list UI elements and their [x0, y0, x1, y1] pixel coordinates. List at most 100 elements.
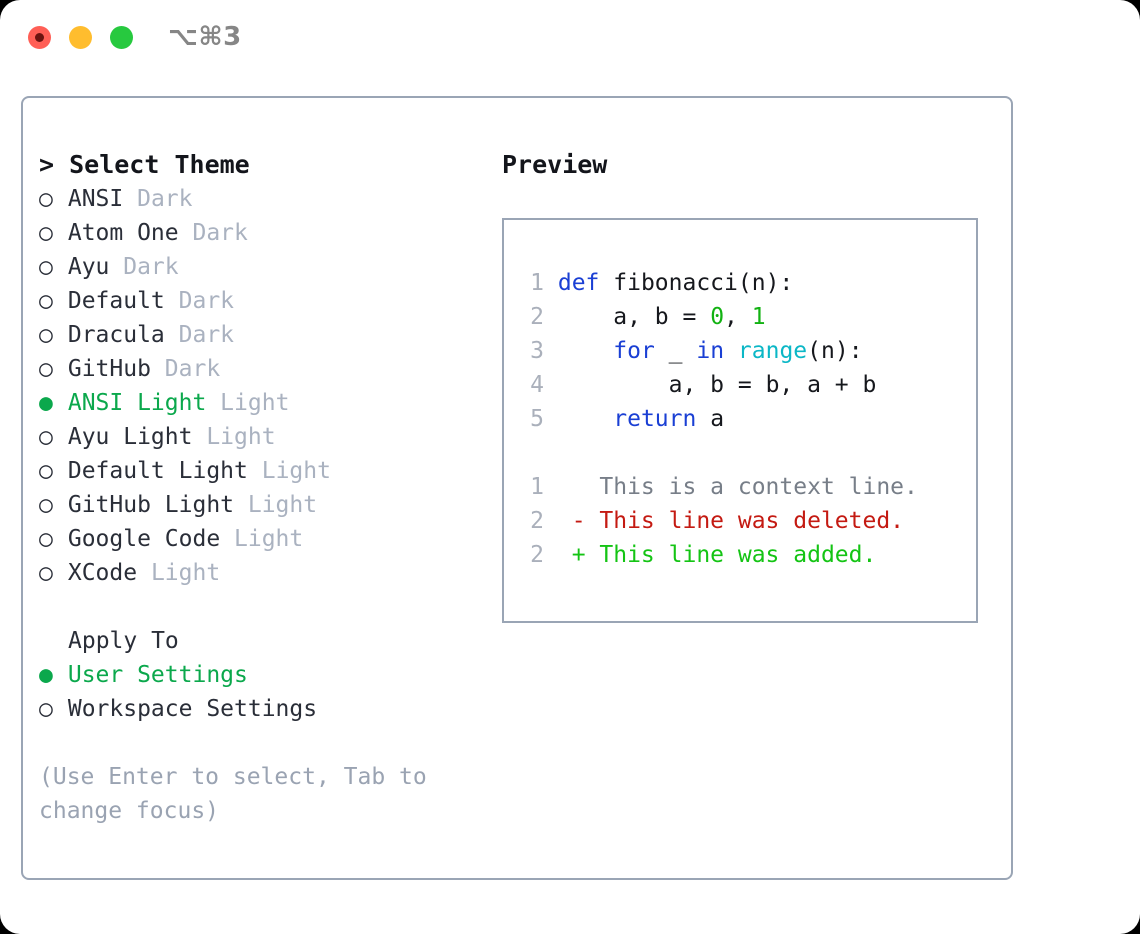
radio-unselected-icon: ○	[39, 322, 53, 348]
code-token: def	[557, 270, 600, 296]
code-token: a, b = b, a + b	[557, 372, 877, 398]
theme-option-dracula[interactable]: ○ Dracula Dark	[39, 318, 479, 352]
gutter-gap	[544, 372, 558, 398]
theme-option-ayu-light[interactable]: ○ Ayu Light Light	[39, 420, 479, 454]
option-label: XCode	[54, 560, 138, 586]
radio-selected-icon: ●	[39, 390, 53, 416]
apply-to-label: Apply To	[68, 628, 179, 654]
line-number: 5	[530, 406, 544, 432]
code-token	[724, 338, 738, 364]
title-bar: ⌥⌘3	[0, 0, 1140, 78]
line-number: 2	[530, 304, 544, 330]
line-number: 1	[530, 474, 544, 500]
theme-option-github-light[interactable]: ○ GitHub Light Light	[39, 488, 479, 522]
apply-option-workspace-settings[interactable]: ○ Workspace Settings	[39, 692, 479, 726]
code-line: 2 a, b = 0, 1	[518, 300, 918, 334]
diff-text: This is a context line.	[585, 474, 918, 500]
option-label: Ayu Light	[54, 424, 193, 450]
diff-marker: -	[544, 508, 586, 534]
theme-selector-panel: > Select Theme ○ ANSI Dark○ Atom One Dar…	[21, 96, 1013, 880]
code-token: range	[737, 338, 808, 364]
gutter-gap	[544, 338, 558, 364]
option-variant-badge: Light	[206, 390, 290, 416]
preview-column: Preview 1 def fibonacci(n): 2 a, b = 0, 1…	[502, 148, 992, 623]
code-token: fibonacci(n):	[599, 270, 794, 296]
radio-unselected-icon: ○	[39, 186, 53, 212]
option-label: Atom One	[54, 220, 179, 246]
option-variant-badge: Light	[220, 526, 304, 552]
code-token	[558, 406, 613, 432]
theme-option-ayu[interactable]: ○ Ayu Dark	[39, 250, 479, 284]
option-label: Default	[54, 288, 165, 314]
theme-option-default-light[interactable]: ○ Default Light Light	[39, 454, 479, 488]
option-variant-badge: Dark	[164, 322, 235, 348]
close-button[interactable]	[28, 26, 51, 49]
line-number: 1	[530, 270, 544, 296]
code-token: ,	[724, 304, 752, 330]
diff-line: 1 This is a context line.	[518, 470, 918, 504]
option-label: GitHub Light	[54, 492, 235, 518]
option-variant-badge: Dark	[150, 356, 221, 382]
option-label: Workspace Settings	[54, 696, 318, 722]
keyboard-hint: (Use Enter to select, Tab to change focu…	[39, 764, 441, 824]
code-token: _	[654, 338, 697, 364]
line-number: 2	[530, 542, 544, 568]
gutter-gap	[544, 270, 558, 296]
apply-to-list: ● User Settings○ Workspace Settings	[39, 658, 479, 726]
radio-unselected-icon: ○	[39, 288, 53, 314]
code-line: 4 a, b = b, a + b	[518, 368, 918, 402]
theme-option-atom-one[interactable]: ○ Atom One Dark	[39, 216, 479, 250]
option-variant-badge: Dark	[109, 254, 179, 280]
option-label: Google Code	[54, 526, 221, 552]
option-variant-badge: Light	[234, 492, 318, 518]
radio-unselected-icon: ○	[39, 424, 53, 450]
code-token: in	[696, 338, 725, 364]
theme-option-ansi[interactable]: ○ ANSI Dark	[39, 182, 479, 216]
option-variant-badge: Light	[137, 560, 221, 586]
code-diff-separator	[518, 436, 918, 470]
code-line: 3 for _ in range(n):	[518, 334, 918, 368]
preview-title: Preview	[502, 150, 608, 179]
radio-unselected-icon: ○	[39, 254, 53, 280]
theme-option-google-code[interactable]: ○ Google Code Light	[39, 522, 479, 556]
option-label: ANSI	[54, 186, 124, 212]
option-variant-badge: Dark	[164, 288, 235, 314]
gutter-gap	[544, 304, 558, 330]
traffic-lights	[28, 26, 133, 49]
diff-marker	[544, 474, 586, 500]
code-token: for	[613, 338, 655, 364]
code-token: 0	[710, 304, 725, 330]
radio-unselected-icon: ○	[39, 356, 53, 382]
option-label: Default Light	[54, 458, 248, 484]
minimize-button[interactable]	[69, 26, 92, 49]
line-number: 2	[530, 508, 544, 534]
code-line: 5 return a	[518, 402, 918, 436]
option-variant-badge: Dark	[123, 186, 193, 212]
option-label: User Settings	[54, 662, 248, 688]
code-token	[558, 338, 613, 364]
gutter-gap	[544, 406, 558, 432]
theme-option-default[interactable]: ○ Default Dark	[39, 284, 479, 318]
line-number: 3	[530, 338, 544, 364]
maximize-button[interactable]	[110, 26, 133, 49]
diff-line: 2 - This line was deleted.	[518, 504, 918, 538]
option-variant-badge: Dark	[178, 220, 248, 246]
theme-option-xcode[interactable]: ○ XCode Light	[39, 556, 479, 590]
option-label: Ayu	[54, 254, 110, 280]
theme-list-column: > Select Theme ○ ANSI Dark○ Atom One Dar…	[39, 148, 479, 828]
code-token: a	[696, 406, 725, 432]
apply-option-user-settings[interactable]: ● User Settings	[39, 658, 479, 692]
theme-option-github[interactable]: ○ GitHub Dark	[39, 352, 479, 386]
theme-option-ansi-light[interactable]: ● ANSI Light Light	[39, 386, 479, 420]
page-title: > Select Theme	[39, 150, 250, 179]
keyboard-shortcut-label: ⌥⌘3	[168, 22, 242, 52]
radio-unselected-icon: ○	[39, 458, 53, 484]
theme-list: ○ ANSI Dark○ Atom One Dark○ Ayu Dark○ De…	[39, 182, 479, 590]
radio-unselected-icon: ○	[39, 526, 53, 552]
radio-unselected-icon: ○	[39, 220, 53, 246]
diff-text: This line was deleted.	[585, 508, 905, 534]
radio-selected-icon: ●	[39, 662, 53, 688]
